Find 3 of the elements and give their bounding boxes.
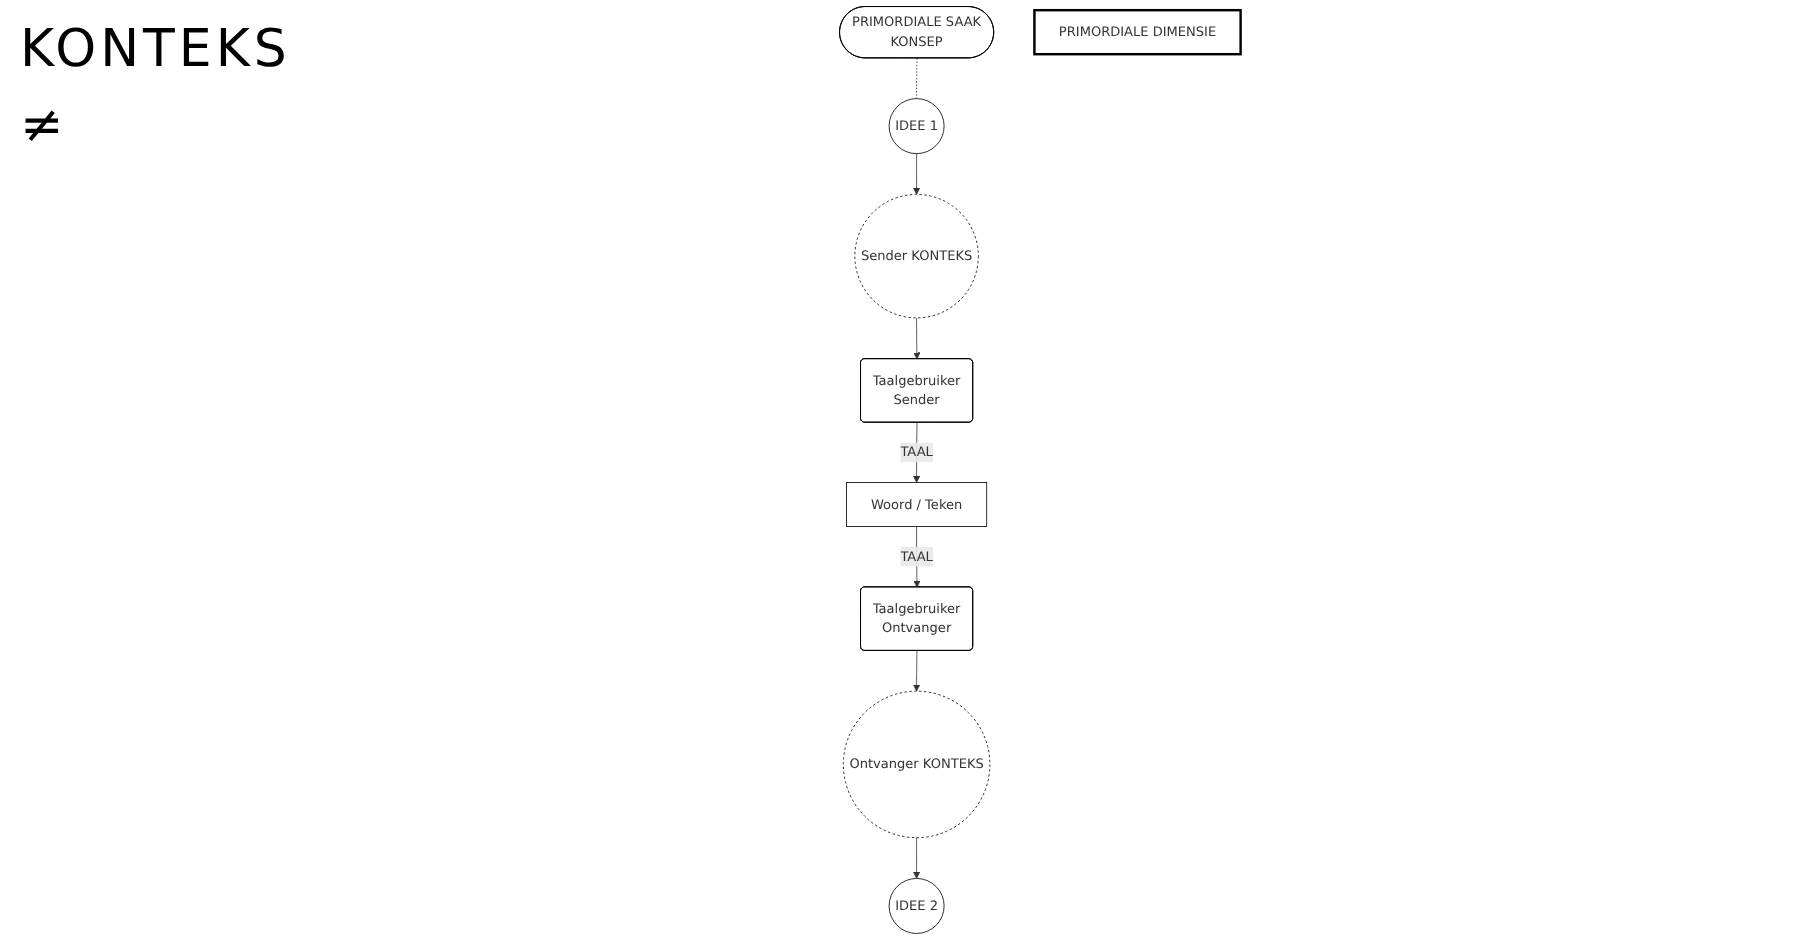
not-equal-sign: ≠ — [20, 96, 70, 156]
context-heading: KONTEKS — [20, 20, 291, 80]
connector — [916, 57, 918, 99]
